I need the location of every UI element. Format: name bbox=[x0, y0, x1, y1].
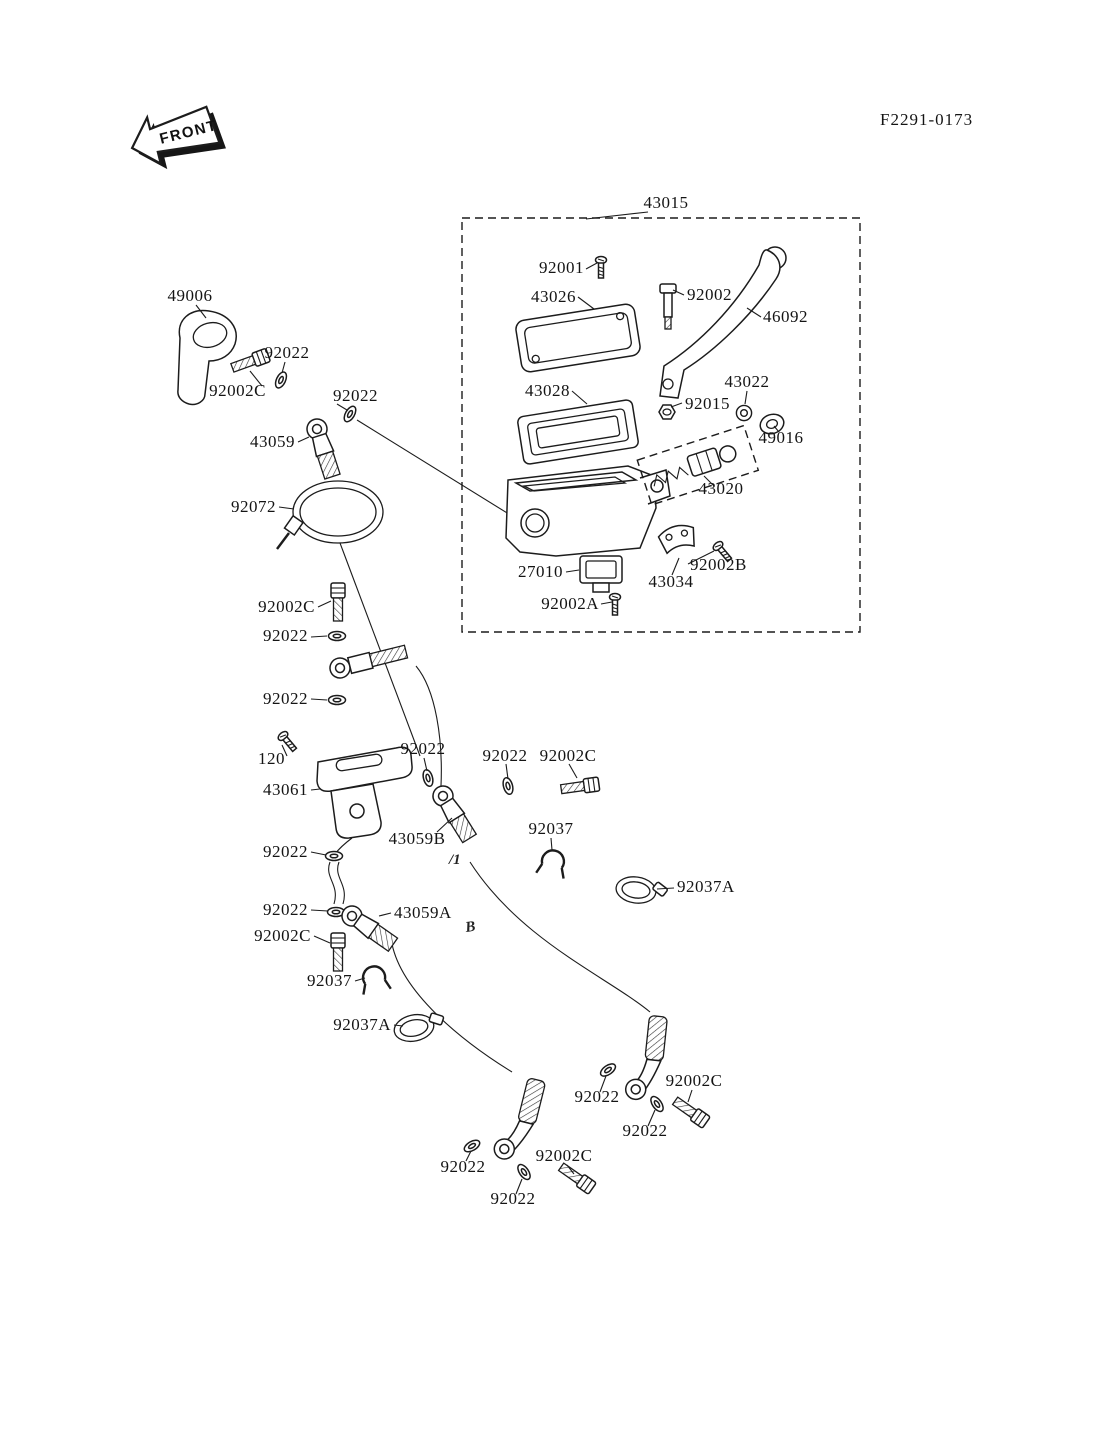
label-92002C-f: 92002C bbox=[536, 1146, 593, 1165]
label-92002C-c: 92002C bbox=[540, 746, 597, 765]
label-92022-d: 92022 bbox=[263, 689, 308, 708]
label-92072: 92072 bbox=[231, 497, 276, 516]
reservoir-cap-43026 bbox=[515, 303, 641, 373]
bolt-92002C-c bbox=[559, 776, 601, 797]
doc-code: F2291-0173 bbox=[880, 110, 973, 129]
label-92022-g: 92022 bbox=[263, 842, 308, 861]
label-92022-i: 92022 bbox=[575, 1087, 620, 1106]
master-cylinder-body bbox=[505, 465, 671, 557]
label-92002B: 92002B bbox=[690, 555, 747, 574]
label-92037-a: 92037 bbox=[529, 819, 574, 838]
label-92002C-a: 92002C bbox=[209, 381, 266, 400]
hose-end-right bbox=[623, 1012, 669, 1103]
screw-92001 bbox=[594, 255, 608, 279]
nut-92015 bbox=[658, 404, 676, 420]
handwritten-slash-mark: /1 bbox=[448, 852, 461, 868]
label-43061: 43061 bbox=[263, 780, 308, 799]
brake-lever-46092 bbox=[659, 246, 787, 399]
hose-fitting-43059 bbox=[303, 415, 343, 481]
label-43020: 43020 bbox=[699, 479, 744, 498]
clamp-43034 bbox=[657, 524, 695, 555]
label-92015: 92015 bbox=[685, 394, 730, 413]
washer-92022-k bbox=[461, 1137, 483, 1155]
label-92022-c: 92022 bbox=[263, 626, 308, 645]
hose-fitting-mid bbox=[329, 644, 409, 679]
label-43022: 43022 bbox=[725, 372, 770, 391]
bolt-92002C-d bbox=[330, 932, 346, 972]
label-46092: 46092 bbox=[763, 307, 808, 326]
label-92022-a: 92022 bbox=[265, 343, 310, 362]
handwritten-b-mark: B bbox=[463, 919, 476, 936]
label-92022-b: 92022 bbox=[333, 386, 378, 405]
washer-92022-j bbox=[647, 1093, 667, 1115]
bolt-92002C-e bbox=[670, 1094, 712, 1130]
label-92022-j: 92022 bbox=[623, 1121, 668, 1140]
label-92002C-d: 92002C bbox=[254, 926, 311, 945]
washer-92022-l bbox=[514, 1161, 534, 1183]
part-labels: F2291-0173 43015 92001 43026 92002 46092… bbox=[168, 110, 973, 1208]
piston-kit-43020 bbox=[636, 424, 760, 506]
label-92002: 92002 bbox=[687, 285, 732, 304]
bushing-49016 bbox=[759, 413, 785, 435]
front-arrow: FRONT bbox=[130, 105, 226, 170]
front-arrow-shape bbox=[130, 105, 221, 166]
washer-92022-b bbox=[341, 403, 359, 425]
label-92002C-e: 92002C bbox=[666, 1071, 723, 1090]
label-120: 120 bbox=[258, 749, 285, 768]
label-92002A: 92002A bbox=[541, 594, 599, 613]
label-92022-f: 92022 bbox=[483, 746, 528, 765]
label-92002C-b: 92002C bbox=[258, 597, 315, 616]
washer-92022-g bbox=[324, 850, 344, 862]
label-43034: 43034 bbox=[649, 572, 694, 591]
hose-fitting-43059A bbox=[337, 901, 400, 954]
switch-27010 bbox=[579, 555, 623, 593]
label-49006: 49006 bbox=[168, 286, 213, 305]
washer-92022-d bbox=[327, 694, 347, 706]
label-92001: 92001 bbox=[539, 258, 584, 277]
washer-92022-i bbox=[597, 1060, 619, 1080]
washer-43022 bbox=[735, 404, 753, 422]
label-43015: 43015 bbox=[644, 193, 689, 212]
bolt-92002C-f bbox=[556, 1160, 598, 1196]
washer-92022-e bbox=[420, 767, 436, 789]
label-27010: 27010 bbox=[518, 562, 563, 581]
boot-49006 bbox=[177, 309, 237, 406]
diaphragm-plate-43028 bbox=[517, 399, 639, 465]
label-43059B: 43059B bbox=[389, 829, 446, 848]
band-clamp-92072 bbox=[276, 480, 384, 550]
bracket-43061 bbox=[316, 746, 413, 839]
label-92022-l: 92022 bbox=[491, 1189, 536, 1208]
label-92022-e: 92022 bbox=[401, 739, 446, 758]
label-49016: 49016 bbox=[759, 428, 804, 447]
label-92037-b: 92037 bbox=[307, 971, 352, 990]
label-92037A-left: 92037A bbox=[333, 1015, 391, 1034]
label-43026: 43026 bbox=[531, 287, 576, 306]
assembly-box-43015 bbox=[461, 217, 861, 633]
pivot-bolt-92002 bbox=[659, 283, 677, 330]
washer-92022-c bbox=[327, 630, 347, 642]
label-43059: 43059 bbox=[250, 432, 295, 451]
washer-92022-f bbox=[500, 775, 516, 797]
label-43028: 43028 bbox=[525, 381, 570, 400]
label-92022-k: 92022 bbox=[441, 1157, 486, 1176]
clamp-92037A-right bbox=[613, 873, 670, 909]
screw-92002A bbox=[608, 592, 622, 616]
label-92022-h: 92022 bbox=[263, 900, 308, 919]
bolt-92002C-b bbox=[330, 582, 346, 622]
label-43059A: 43059A bbox=[394, 903, 452, 922]
leader-lines bbox=[195, 211, 780, 1195]
washer-92022-a bbox=[272, 369, 290, 391]
clamp-92037-a bbox=[534, 846, 571, 880]
label-92037A-right: 92037A bbox=[677, 877, 735, 896]
clamp-92037A-left bbox=[390, 1007, 449, 1046]
